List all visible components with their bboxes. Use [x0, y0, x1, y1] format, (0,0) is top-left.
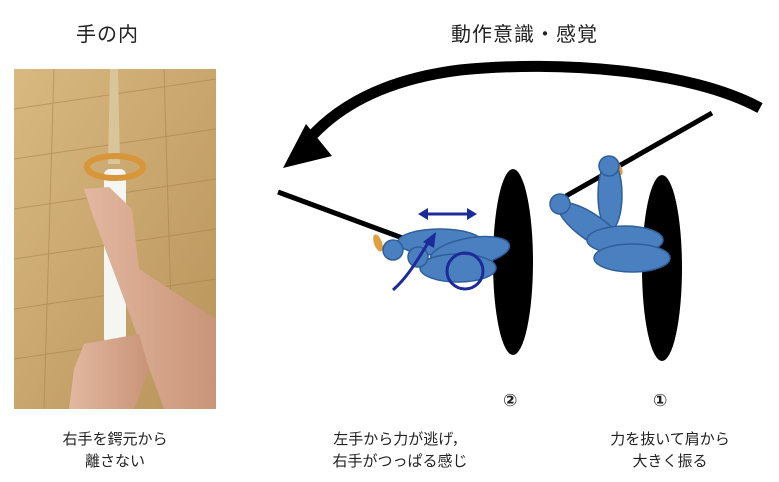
hand-left-step1 — [549, 193, 571, 215]
escape-arrowhead — [423, 232, 436, 248]
forearm-right-step2 — [419, 253, 497, 283]
photo-heading: 手の内 — [76, 22, 139, 46]
step1-caption: 力を抜いて肩から 大きく振る — [580, 428, 760, 472]
step1-caption-line1: 力を抜いて肩から — [610, 430, 730, 448]
photo-caption: 右手を鍔元から 離さない — [20, 428, 210, 472]
step1-caption-line2: 大きく振る — [632, 452, 708, 470]
shinai-blade — [108, 69, 120, 164]
step1-label: ① — [653, 391, 668, 411]
figure-step2 — [277, 169, 533, 355]
left-hand — [69, 334, 149, 409]
right-arm — [84, 187, 216, 409]
upper-arm-lower-step1 — [593, 243, 671, 273]
photo-caption-line1: 右手を鍔元から — [62, 430, 168, 448]
body-step1 — [642, 175, 682, 361]
push-pull-arrowhead-left — [418, 208, 428, 220]
body-step2 — [493, 169, 533, 355]
hand-right-step2 — [382, 239, 404, 261]
motion-heading: 動作意識・感覚 — [451, 22, 598, 46]
step2-caption-line1: 左手から力が逃げ， — [333, 430, 467, 448]
push-pull-arrowhead-right — [467, 208, 477, 220]
figure-step1 — [549, 110, 714, 361]
left-hand-circle — [445, 251, 485, 291]
guard-step2 — [373, 234, 383, 252]
step2-caption: 左手から力が逃げ， 右手がつっぱる感じ — [300, 428, 500, 472]
swing-arrow — [295, 60, 763, 154]
hand-right-step1 — [598, 155, 620, 177]
step2-caption-line2: 右手がつっぱる感じ — [332, 452, 468, 470]
shinai-step1 — [564, 110, 714, 199]
tsuba-guard — [84, 153, 146, 181]
photo-caption-line2: 離さない — [84, 452, 145, 470]
swing-arrowhead — [283, 124, 332, 168]
step2-label: ② — [503, 391, 518, 411]
grip-photo — [14, 69, 216, 409]
